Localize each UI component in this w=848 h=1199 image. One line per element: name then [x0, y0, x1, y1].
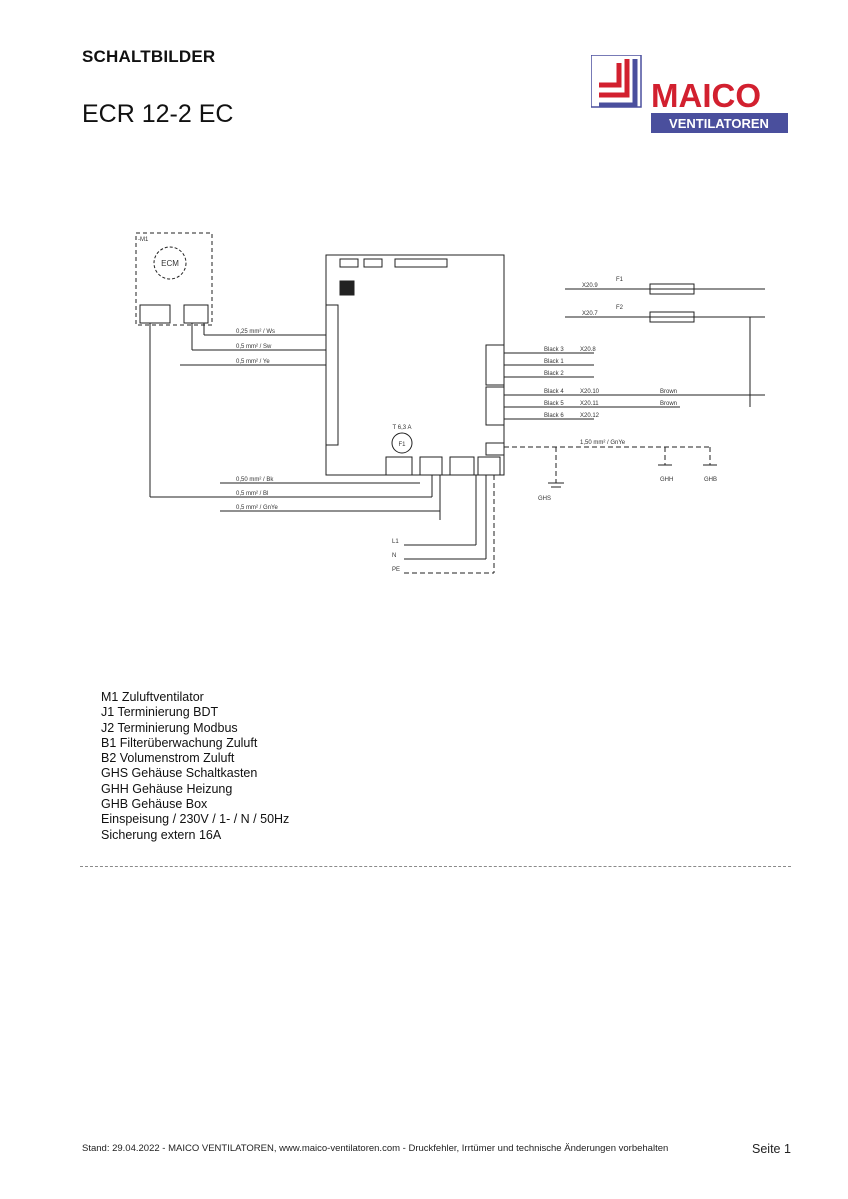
legend-item: B2 Volumenstrom Zuluft [101, 751, 235, 766]
legend-item: GHH Gehäuse Heizung [101, 781, 233, 796]
wire-label: 0,25 mm² / Ws [236, 329, 275, 335]
ground-label: GHS [538, 496, 551, 502]
term-label: Brown [660, 389, 677, 395]
terminal-block [385, 456, 413, 476]
motor-connector [183, 304, 209, 324]
wire-label: 0,50 mm² / Bk [236, 477, 274, 483]
legend-item: M1 Zuluftventilator [101, 690, 204, 704]
footer-text: Stand: 29.04.2022 - MAICO VENTILATOREN, … [82, 1143, 669, 1154]
term-label: Black 1 [544, 359, 564, 365]
supply-PE: PE [392, 567, 400, 573]
xnode-label: X20.9 [582, 283, 598, 289]
term-label: Black 3 [544, 347, 564, 353]
switch-body [649, 311, 695, 323]
wire-label: 0,5 mm² / Bl [236, 491, 268, 497]
ground-label: GHH [660, 477, 673, 483]
wire-label: 0,5 mm² / GnYe [236, 505, 278, 511]
term-label: X20.10 [580, 389, 600, 395]
motor-circle [153, 246, 187, 280]
pe-wire-label: 1,50 mm² / GnYe [580, 440, 626, 446]
motor-connector [139, 304, 171, 324]
legend-item: B1 Filterüberwachung Zuluft [101, 735, 258, 750]
supply-L1: L1 [392, 539, 399, 545]
term-label: Black 2 [544, 371, 564, 377]
logo-tagline-bar [651, 113, 788, 133]
legend-list: M1 Zuluftventilator J1 Terminierung BDT … [101, 690, 289, 843]
legend-item: Einspeisung / 230V / 1- / N / 50Hz [101, 812, 290, 827]
term-label: Black 6 [544, 413, 564, 419]
terminal-block [485, 442, 505, 456]
motor-ref: -M1 [138, 237, 149, 243]
logo-mark-stripe [599, 63, 622, 88]
terminal-block [449, 456, 475, 476]
terminal-strip [394, 258, 448, 268]
motor-box [135, 232, 213, 326]
legend-item: J2 Terminierung Modbus [101, 720, 238, 735]
terminal-block [419, 456, 443, 476]
logo-mark-stripe [599, 59, 630, 98]
relay-block [339, 280, 355, 296]
terminal-strip [339, 258, 359, 268]
page-number: Seite 1 [752, 1142, 791, 1156]
term-label: X20.11 [580, 401, 599, 407]
section-heading: SCHALTBILDER [82, 47, 216, 66]
ground-label: GHB [704, 477, 717, 483]
term-label: X20.12 [580, 413, 600, 419]
fuse-ref: F1 [398, 442, 406, 448]
wiring-diagram: -M1 ECM T 6,3 A F1 0,25 mm² / Ws 0,5 mm²… [135, 232, 765, 574]
term-label: Brown [660, 401, 677, 407]
wire-label: 0,5 mm² / Ye [236, 359, 270, 365]
legend-item: J1 Terminierung BDT [101, 705, 219, 720]
term-label: Black 4 [544, 389, 564, 395]
terminal-strip [363, 258, 383, 268]
legend-item: Sicherung extern 16A [101, 827, 222, 842]
terminal-block [477, 456, 501, 476]
xnode-label: X20.7 [582, 311, 598, 317]
switch-label: F1 [616, 277, 624, 283]
separator [80, 866, 791, 867]
model-title: ECR 12-2 EC [82, 100, 234, 128]
switch-label: F2 [616, 305, 624, 311]
maico-logo: MAICO VENTILATOREN [591, 55, 788, 133]
fuse-label: T 6,3 A [393, 425, 412, 431]
left-terminal-column [325, 304, 339, 446]
terminal-block [485, 344, 505, 386]
wire-label: 0,5 mm² / Sw [236, 344, 272, 350]
term-label: X20.8 [580, 347, 596, 353]
supply-N: N [392, 553, 396, 559]
logo-tagline: VENTILATOREN [669, 116, 769, 131]
motor-label: ECM [161, 259, 179, 268]
fuse-circle [391, 432, 413, 454]
legend-item: GHS Gehäuse Schaltkasten [101, 766, 258, 781]
switch-body [649, 283, 695, 295]
legend-item: GHB Gehäuse Box [101, 797, 208, 812]
logo-brand: MAICO [651, 77, 761, 114]
logo-mark-stripe [599, 59, 638, 108]
terminal-block [485, 386, 505, 426]
term-label: Black 5 [544, 401, 564, 407]
